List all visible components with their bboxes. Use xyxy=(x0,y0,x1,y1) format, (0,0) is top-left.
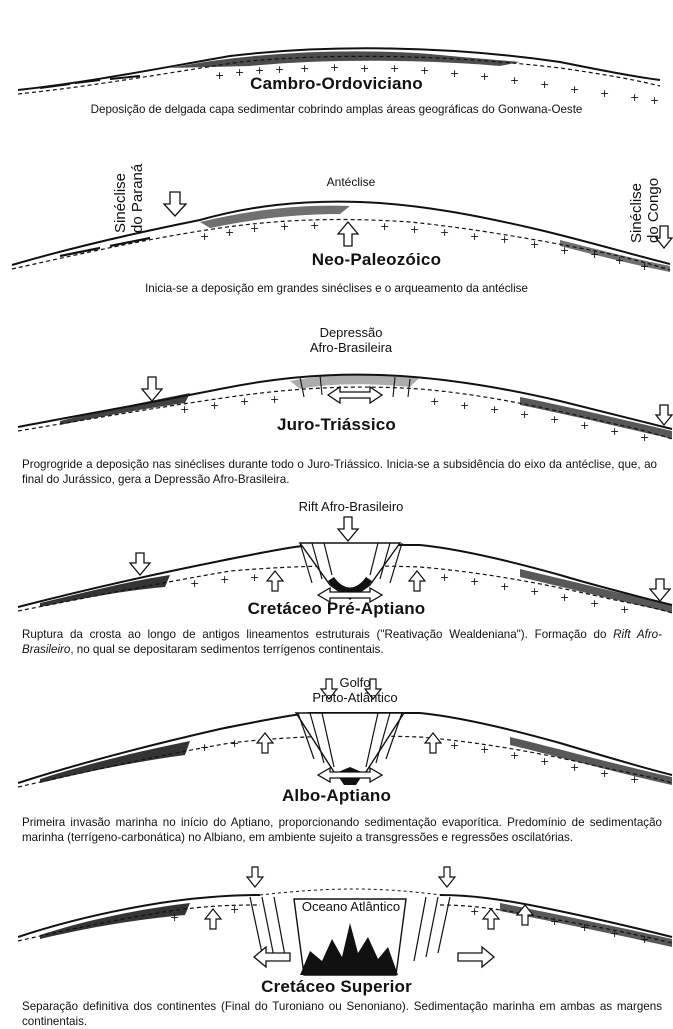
panel-title: Cretáceo Superior xyxy=(0,977,673,997)
arrow-right-spreading xyxy=(458,947,494,967)
svg-text:+: + xyxy=(230,903,239,916)
sineclise-congo-label: Sinéclise do Congo xyxy=(628,178,662,243)
svg-text:+: + xyxy=(230,737,239,750)
arrow-down-right-4 xyxy=(650,579,670,601)
svg-text:+: + xyxy=(250,222,259,235)
svg-text:+: + xyxy=(510,749,519,762)
svg-text:+: + xyxy=(200,230,209,243)
svg-text:+: + xyxy=(640,933,649,946)
svg-text:+: + xyxy=(530,585,539,598)
svg-text:+: + xyxy=(440,571,449,584)
svg-text:+: + xyxy=(610,927,619,940)
cross-section-neo-paleozoico: +++ +++ +++ +++ +++ xyxy=(0,130,673,305)
svg-text:+: + xyxy=(220,573,229,586)
svg-text:+: + xyxy=(440,226,449,239)
panel-title: Cretáceo Pré-Aptiano xyxy=(0,599,673,619)
panel-title: Cambro-Ordoviciano xyxy=(0,74,673,94)
arrow-down-parana xyxy=(164,192,186,216)
svg-text:+: + xyxy=(630,773,639,786)
svg-text:+: + xyxy=(410,223,419,236)
svg-text:+: + xyxy=(600,767,609,780)
svg-text:+: + xyxy=(480,743,489,756)
anteclise-label: Antéclise xyxy=(296,175,406,190)
svg-text:+: + xyxy=(250,571,259,584)
panel-title: Juro-Triássico xyxy=(0,415,673,435)
svg-text:+: + xyxy=(460,399,469,412)
svg-text:+: + xyxy=(190,577,199,590)
svg-text:+: + xyxy=(210,399,219,412)
svg-text:+: + xyxy=(240,395,249,408)
depressao-afro-brasileira-label: Depressão Afro-Brasileira xyxy=(286,325,416,355)
svg-text:+: + xyxy=(470,905,479,918)
panel-title: Neo-Paleozóico xyxy=(40,250,673,270)
svg-text:+: + xyxy=(330,61,339,74)
svg-text:+: + xyxy=(310,219,319,232)
panel-description: Deposição de delgada capa sedimentar cob… xyxy=(10,102,663,117)
cross-section-cretaceo-superior: + + + + + + + xyxy=(0,865,673,1021)
svg-text:+: + xyxy=(380,220,389,233)
panel-cretaceo-superior: + + + + + + + Oceano Atlântico Cretáceo Supe… xyxy=(0,865,673,1021)
golfo-proto-atlantico-label: Golfo Proto-Atlântico xyxy=(290,675,420,705)
panel-juro-triassico: +++ +++ +++ +++ Depressão Afro-Brasileir… xyxy=(0,305,673,495)
oceano-atlantico-label: Oceano Atlântico xyxy=(296,899,406,914)
arrow-down-left-4 xyxy=(130,553,150,575)
arrows-down-6 xyxy=(247,867,455,887)
svg-text:+: + xyxy=(270,393,279,406)
panel-neo-paleozoico: +++ +++ +++ +++ +++ Sinéclise do Paraná … xyxy=(0,130,673,305)
panel-description: Progrogride a deposição nas sinéclises d… xyxy=(22,457,657,487)
sineclise-parana-label: Sinéclise do Paraná xyxy=(112,164,146,233)
arrow-double-horizontal-extension xyxy=(328,387,382,403)
svg-text:+: + xyxy=(430,395,439,408)
panel-title: Albo-Aptiano xyxy=(0,786,673,806)
svg-text:+: + xyxy=(200,741,209,754)
svg-text:+: + xyxy=(170,911,179,924)
arrow-down-left xyxy=(142,377,162,401)
arrow-up-anteclise xyxy=(338,222,358,246)
panel-description: Separação definitiva dos continentes (Fi… xyxy=(22,999,662,1029)
svg-text:+: + xyxy=(470,230,479,243)
svg-text:+: + xyxy=(540,755,549,768)
svg-text:+: + xyxy=(470,575,479,588)
panel-description: Primeira invasão marinha no início do Ap… xyxy=(22,815,662,845)
panel-cretaceo-pre-aptiano: +++ +++ +++ + Rift Afro-Brasileiro Cretá… xyxy=(0,495,673,675)
panel-cambro-ordoviciano: +++ +++ +++ +++ +++ ++ Cambro-Ordovician… xyxy=(0,0,673,130)
panel-albo-aptiano: + + + + + + + + + Golfo Proto-Atlântico Albo-A… xyxy=(0,675,673,865)
panel-description: Inicia-se a deposição em grandes sinécli… xyxy=(10,281,663,296)
svg-text:+: + xyxy=(500,580,509,593)
svg-text:+: + xyxy=(580,921,589,934)
svg-text:+: + xyxy=(500,233,509,246)
svg-text:+: + xyxy=(550,915,559,928)
panel-description: Ruptura da crosta ao longo de antigos li… xyxy=(22,627,662,657)
svg-text:+: + xyxy=(570,761,579,774)
svg-text:+: + xyxy=(280,220,289,233)
svg-text:+: + xyxy=(225,226,234,239)
rift-afro-brasileiro-label: Rift Afro-Brasileiro xyxy=(276,499,426,514)
svg-text:+: + xyxy=(450,739,459,752)
arrow-down-rift xyxy=(338,517,358,541)
